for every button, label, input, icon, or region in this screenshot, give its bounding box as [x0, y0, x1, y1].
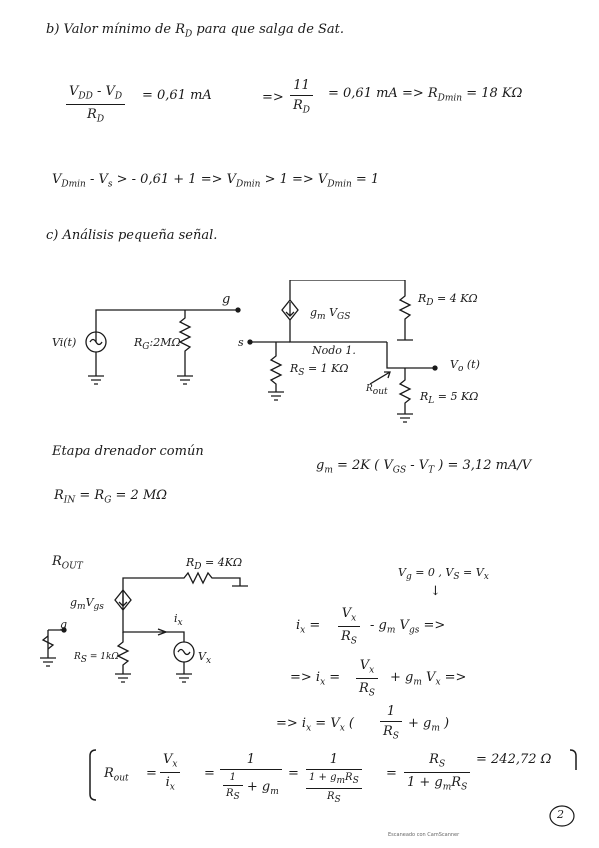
final-eq2: = [204, 766, 215, 781]
rs-label: RS = 1 KΩ [290, 362, 349, 379]
line3-fraction: 1 RS [380, 704, 402, 742]
line2-fraction: Vx RS [356, 658, 378, 698]
line3-rhs: + gm ) [408, 716, 450, 734]
final-fraction-3: 1 1 + gmRS RS [306, 752, 362, 805]
condition-line: Vg = 0 , VS = Vx [398, 566, 489, 583]
line1-fraction: Vx RS [338, 606, 360, 646]
rg-label: RG:2MΩ [134, 336, 181, 353]
stage-title: Etapa drenador común [52, 444, 204, 459]
eq2-fraction: 11 RD [290, 78, 314, 116]
line2-lhs: => ix = [290, 670, 341, 688]
gm-source-label: gm VGS [310, 306, 351, 323]
rout-title: ROUT [52, 554, 83, 572]
condition-arrow: ↓ [430, 584, 441, 599]
final-eq4: = [386, 766, 397, 781]
eq1-rhs: = 0,61 mA [142, 88, 212, 103]
gate2-g-label: g [60, 618, 68, 631]
footer-watermark: Escaneado con CamScanner [388, 832, 460, 838]
eq3-line: VDmin - Vs > - 0,61 + 1 => VDmin > 1 => … [52, 172, 380, 190]
rd-label: RD = 4 KΩ [418, 292, 478, 309]
eq2-rhs: = 0,61 mA => RDmin = 18 KΩ [328, 86, 523, 104]
rin-equation: RIN = RG = 2 MΩ [54, 488, 168, 506]
small-signal-circuit [85, 280, 438, 423]
vi-label: Vi(t) [52, 336, 77, 349]
rg-resistor-icon [177, 310, 193, 385]
source-s-label: s [238, 336, 244, 349]
ix-label: ix [174, 612, 183, 629]
line2-rhs: + gm Vx => [390, 670, 467, 688]
page-number: 2 [557, 808, 564, 821]
final-result: = 242,72 Ω [476, 752, 552, 767]
final-fraction-4: RS 1 + gmRS [404, 752, 471, 792]
vo-label: Vo (t) [450, 358, 480, 375]
eq1-fraction: VDD - VD RD [66, 84, 126, 124]
section-c-title: c) Análisis pequeña señal. [46, 228, 218, 243]
page-number-circle [549, 805, 575, 827]
rd2-label: RD = 4KΩ [186, 556, 243, 573]
final-lhs: Rout [104, 766, 129, 784]
rd2-resistor-icon [122, 571, 248, 610]
rout-circuit [40, 571, 248, 683]
line1-rhs: - gm Vgs => [370, 618, 446, 636]
rg2-resistor-icon [41, 635, 55, 650]
nodo-label: Nodo 1. [312, 344, 356, 357]
vx-label: Vx [198, 650, 212, 667]
rl-resistor-icon [397, 368, 413, 423]
rs2-label: RS = 1kΩ [74, 652, 119, 665]
eq2-arrow: => [262, 90, 284, 105]
gate-g-label: g [222, 292, 231, 307]
final-eq3: = [288, 766, 299, 781]
line1-lhs: ix = [296, 618, 321, 636]
rout-label: Rout [366, 384, 388, 397]
line3-lhs: => ix = Vx ( [276, 716, 354, 734]
rd-resistor-icon [397, 280, 413, 341]
final-fraction-1: Vx ix [160, 752, 181, 792]
rs2-resistor-icon [115, 632, 131, 683]
rl-label: RL = 5 KΩ [420, 390, 479, 407]
gm2-label: gmVgs [70, 596, 104, 613]
final-eq1: = [146, 766, 157, 781]
section-b-title: b) Valor mínimo de RD para que salga de … [46, 22, 345, 40]
final-box [89, 749, 577, 801]
rs-resistor-icon [268, 342, 284, 401]
gm-equation: gm = 2K ( VGS - VT ) = 3,12 mA/V [316, 458, 532, 476]
